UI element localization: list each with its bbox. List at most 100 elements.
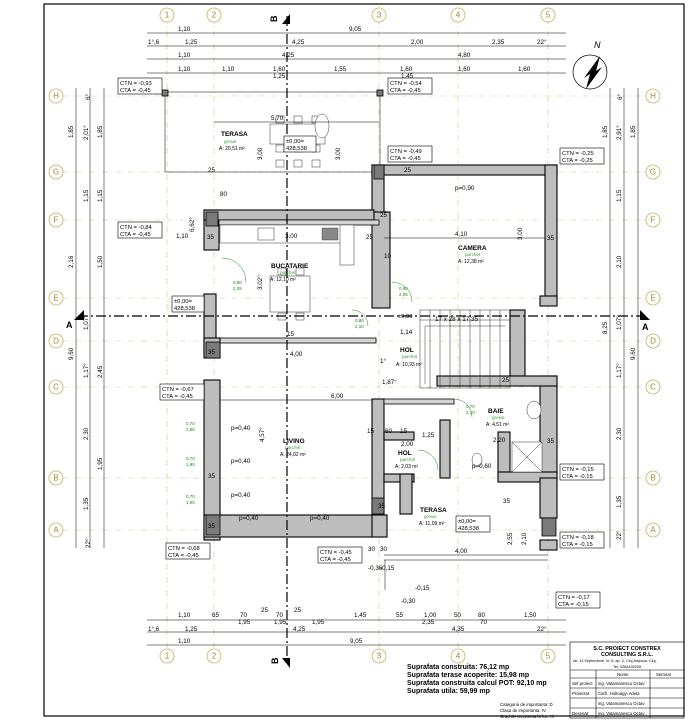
dim-text: 3,02° <box>256 275 264 290</box>
level-box <box>559 531 605 549</box>
level-ctn: CTN = -0,49 <box>390 149 422 155</box>
dim-text: 2,91° <box>615 125 623 140</box>
chair <box>277 267 287 276</box>
room-area: A: 4,51 m² <box>486 422 509 428</box>
dim-text: 6° <box>84 93 92 100</box>
dim-text: 1,07° <box>82 315 90 330</box>
dim-text: 1,10 <box>178 26 191 33</box>
level-markers: CTN = -0,93 CTA = -0,45 CTN = -0,54 CTA … <box>117 77 605 609</box>
level-cta: CTA = -0,45 <box>320 557 351 563</box>
dim-text: 35 <box>208 349 216 356</box>
level-ctn: CTN = -0,15 <box>562 467 594 473</box>
dim-text: p=0,40 <box>239 515 259 522</box>
dim-text: 35 <box>503 498 511 505</box>
company-address: str. 13 Septembrie, nr. 5, ap. 2, Cluj-N… <box>573 659 657 663</box>
axis-bubbles-right: H G F E D C B A <box>645 88 661 538</box>
dim-text: 1,60 <box>400 66 413 73</box>
door-label: 0,80 <box>399 286 408 291</box>
axis-label-1: 1 <box>165 11 170 20</box>
room-floor: parchet <box>465 252 481 257</box>
level-box <box>387 145 433 163</box>
axis-label-d: D <box>53 337 59 346</box>
room-floor: parchet <box>400 457 416 462</box>
dim-text: 6,62° <box>188 217 196 232</box>
column <box>205 211 219 227</box>
dim-text: 1,50 <box>524 612 537 619</box>
room-floor: gresie <box>424 514 437 519</box>
elevation-line-1: ±0,00= <box>286 139 304 145</box>
axis-bubble <box>645 88 661 104</box>
company-tel: Tel: 0264439205 <box>613 665 641 669</box>
level-cta: CTA = -0,45 <box>120 232 151 238</box>
wall <box>383 473 415 483</box>
axis-label-f: F <box>651 216 656 225</box>
importance-meta: Categoria de importanta: D Clasa de impo… <box>500 702 554 719</box>
room-area: A: 12,10 m² <box>270 277 296 283</box>
dim-text: 30 <box>368 546 376 553</box>
dim-text: -0,36 <box>368 565 383 572</box>
axis-bubble <box>645 522 661 538</box>
room-area: A: 12,38 m² <box>458 259 484 265</box>
level-cta: CTA = -0,25 <box>562 158 593 164</box>
axis-label-e: E <box>53 294 58 303</box>
dim-text: 1° <box>380 357 387 365</box>
dim-text: 17 x 28 x 17,35 <box>435 316 479 323</box>
summary-line: Suprafata construita calcul POT: 92,10 m… <box>407 680 547 687</box>
room-name: CAMERA <box>458 245 487 252</box>
axis-label-c: C <box>53 383 59 392</box>
wall <box>203 379 221 541</box>
tb-role: Sef proiect <box>572 681 593 686</box>
axis-label-h: H <box>53 92 59 101</box>
door-label: 0,80 <box>233 280 242 285</box>
dim-text: 3,00 <box>517 227 524 240</box>
axis-bubble <box>540 7 556 23</box>
dim-text: 4,25 <box>293 626 306 633</box>
axis-label-c: C <box>650 383 656 392</box>
dim-text: 1°,6 <box>148 38 160 46</box>
room-area: A: 11,09 m² <box>419 521 445 527</box>
wall <box>539 375 558 477</box>
dim-text: 1,10 <box>178 612 191 619</box>
dim-text: p=0,40 <box>231 492 251 499</box>
doors: 0,80 2,05 0,80 2,05 0,80 2,10 0,70 2,10 … <box>186 257 475 505</box>
dim-text: 1,17° <box>82 363 90 378</box>
dim-text: 2,30 <box>83 427 90 440</box>
axis-bubble <box>48 333 64 349</box>
dim-text: 22° <box>537 38 547 46</box>
room-floor: parchet <box>285 445 301 450</box>
axis-label-h: H <box>650 92 656 101</box>
wall <box>203 514 385 538</box>
axis-bubble <box>48 522 64 538</box>
level-box <box>387 77 433 95</box>
dim-text: 4,00 <box>455 548 468 555</box>
dim-text: 25 <box>366 234 374 241</box>
axis-label-3: 3 <box>377 652 382 661</box>
room-name: BUCATARIE <box>271 263 309 270</box>
dimension-chain-right: 6° 1,85 2,91° 1,85 1,15 2,10 8,25 1,07° … <box>602 88 639 548</box>
north-arrow: N <box>572 40 608 90</box>
axis-label-4: 4 <box>456 652 461 661</box>
dim-text: 2,00 <box>411 39 424 46</box>
dim-text: p=0,40 <box>231 458 251 465</box>
axis-label-2: 2 <box>212 652 217 661</box>
tb-person: ing. Vatamanescu Octav <box>598 681 645 686</box>
section-arrow-icon <box>282 14 290 24</box>
dim-text: 1,15 <box>616 189 623 202</box>
wall <box>539 295 558 307</box>
level-ctn: CTN = -0,93 <box>120 81 152 87</box>
dim-text: p=0,40 <box>231 425 251 432</box>
dim-text: 3,00 <box>335 147 342 160</box>
dim-text: 25 <box>502 377 510 384</box>
room-floor: parchet <box>280 270 296 275</box>
dim-text: 1,25 <box>422 432 435 439</box>
level-cta: CTA = -0,15 <box>558 602 589 608</box>
dim-text: 1,07° <box>615 315 623 330</box>
elevation-line-1: ±0,00= <box>174 299 192 305</box>
sheet-border <box>43 3 685 717</box>
level-ctn: CTN = -0,25 <box>562 151 594 157</box>
dim-text: 70 <box>480 619 488 626</box>
level-cta: CTA = -0,15 <box>562 474 593 480</box>
door-label: 2,05 <box>233 286 242 291</box>
column <box>373 164 385 180</box>
dim-text: 1,95 <box>274 619 287 626</box>
